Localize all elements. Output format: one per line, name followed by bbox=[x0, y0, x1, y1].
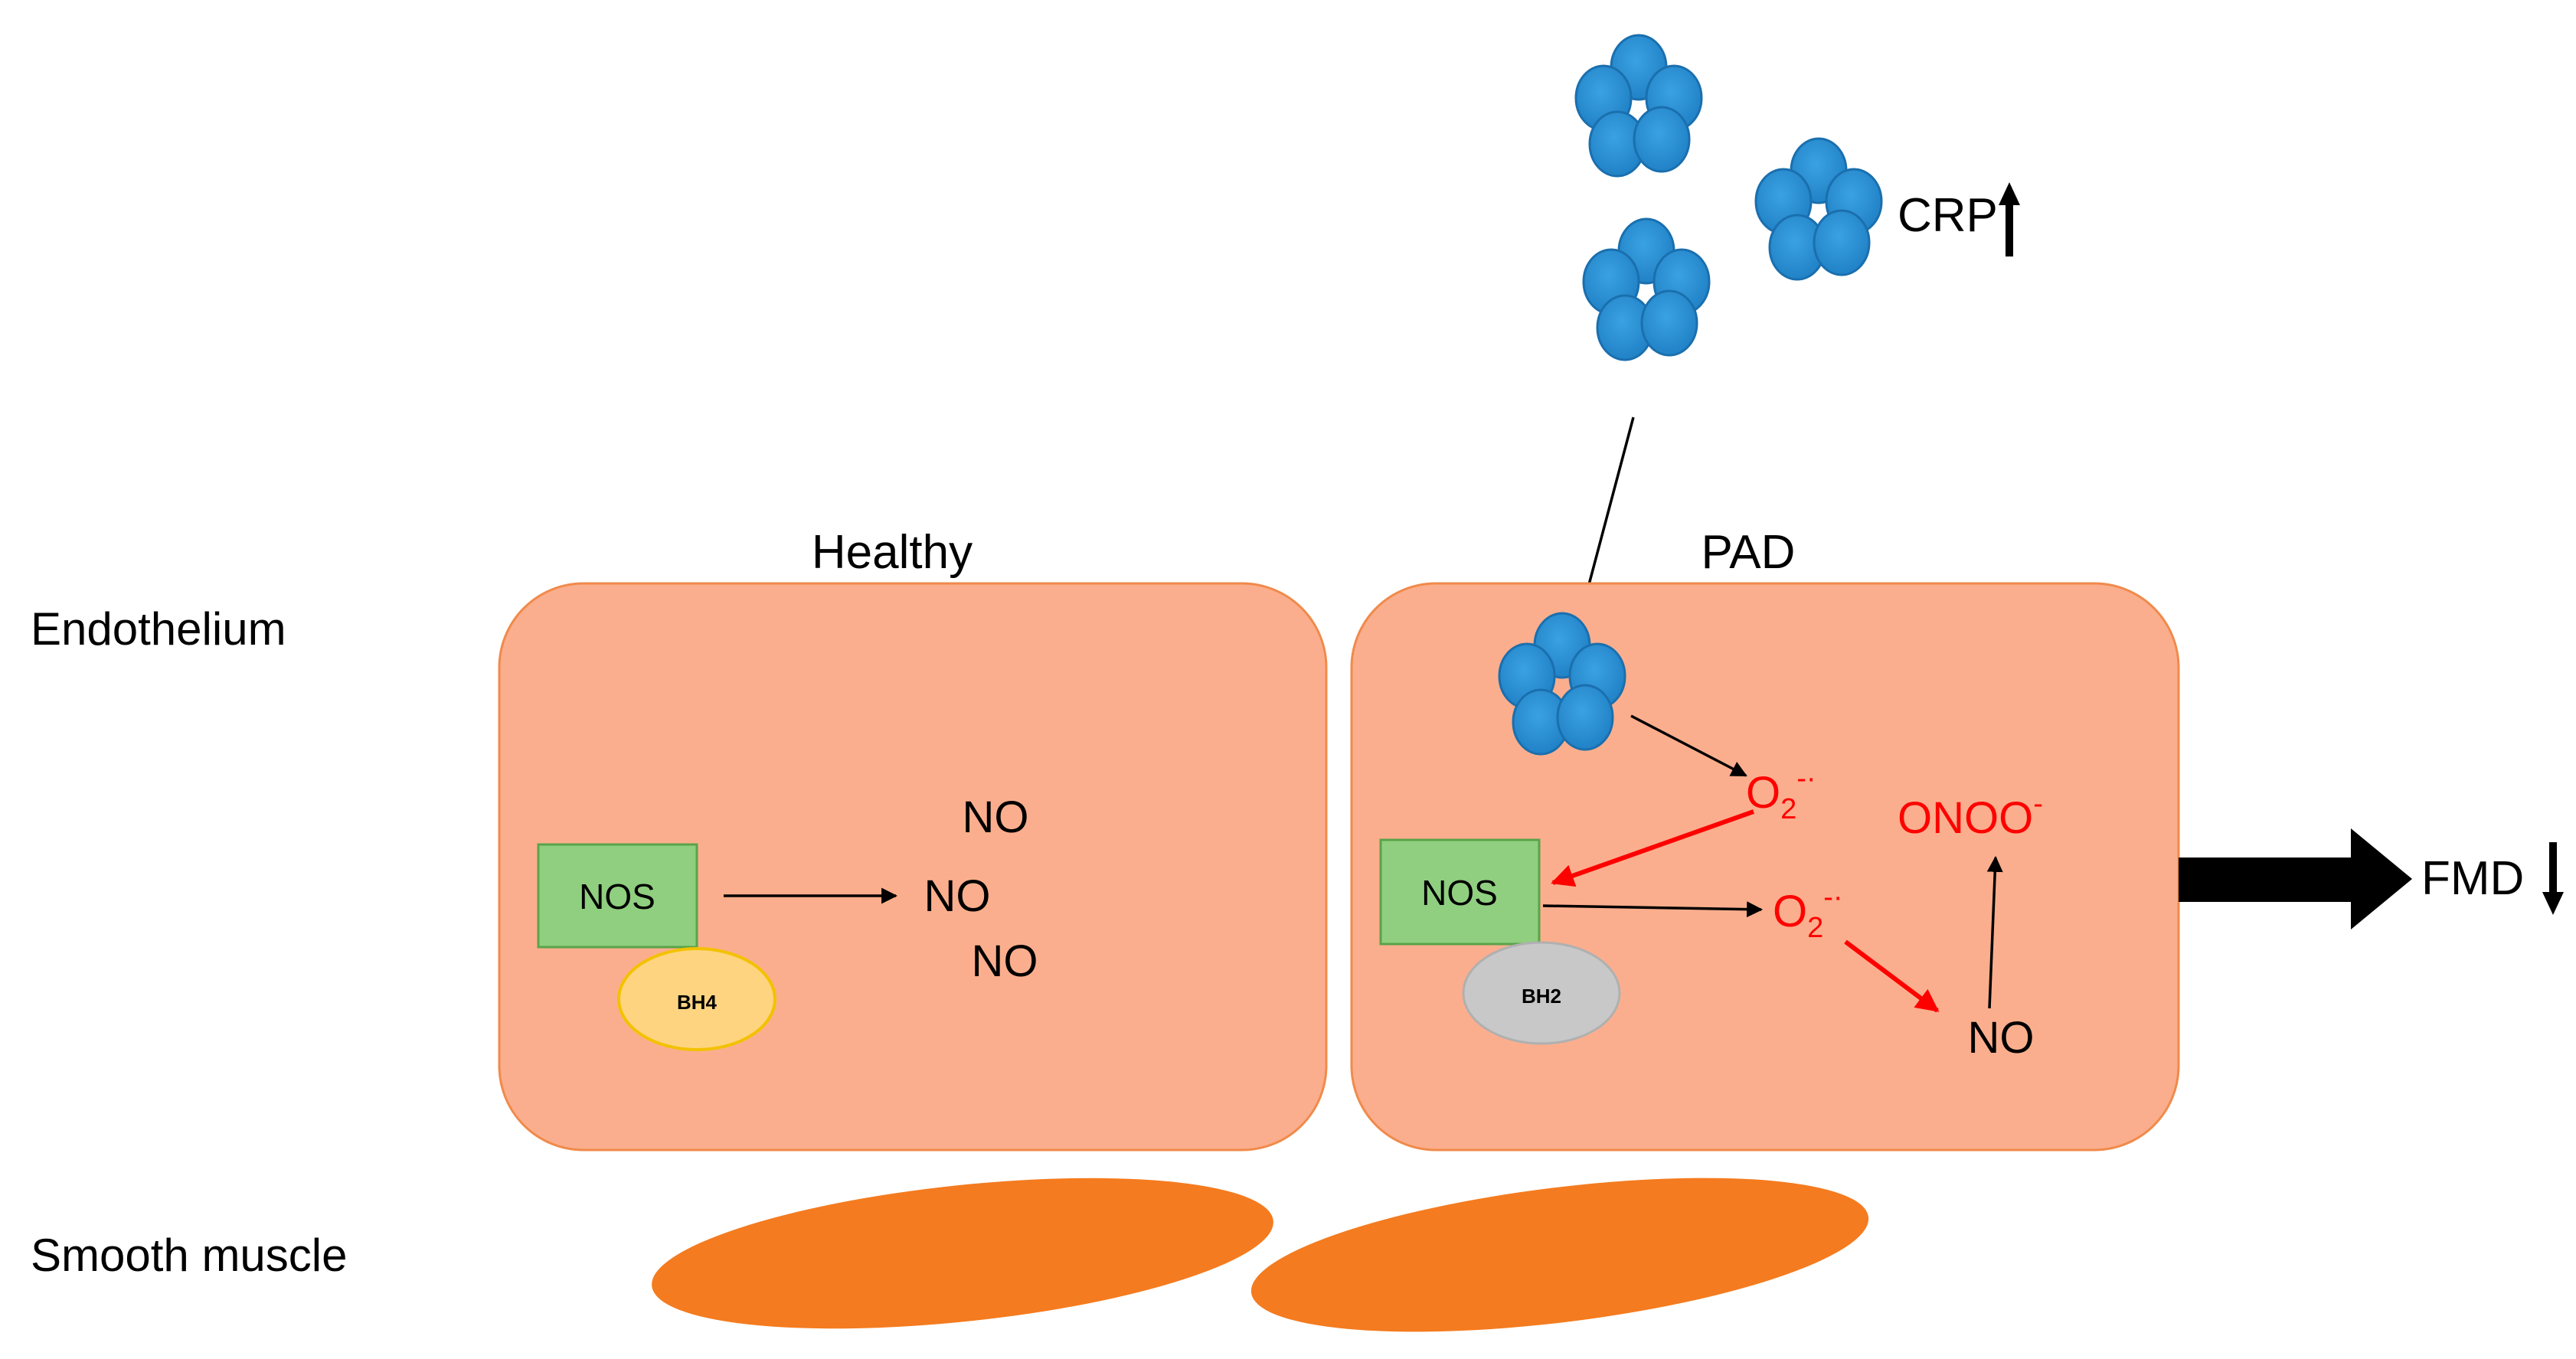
healthy-heading: Healthy bbox=[812, 526, 973, 579]
crp-superoxide-arrow bbox=[1630, 714, 1747, 777]
bh4-label: BH4 bbox=[677, 991, 718, 1014]
crp-label: CRP bbox=[1898, 189, 1998, 242]
superoxide-to-no-arrow bbox=[1844, 939, 1940, 1013]
bh4-cofactor bbox=[617, 947, 776, 1051]
crp-pentamer-middle bbox=[1582, 217, 1711, 361]
smooth-muscle-label: Smooth muscle bbox=[31, 1230, 348, 1281]
healthy-nos-box bbox=[537, 843, 698, 949]
down-arrow-icon bbox=[2542, 842, 2564, 915]
nos-superoxide-arrow bbox=[1542, 901, 1764, 918]
bh2-cofactor bbox=[1462, 941, 1621, 1045]
fmd-label: FMD bbox=[2421, 852, 2524, 905]
pad-nos-box bbox=[1379, 838, 1541, 946]
healthy-nos-label: NOS bbox=[579, 877, 655, 916]
superoxide-lower: O2-· bbox=[1773, 881, 1843, 944]
no-to-peroxynitrite-arrow bbox=[1986, 855, 2003, 1009]
fmd-arrow bbox=[2179, 828, 2412, 929]
healthy-cell: NOS BH4 NO NO NO bbox=[498, 582, 1328, 1152]
smooth-muscle-cell-left bbox=[652, 1178, 1273, 1329]
pad-heading: PAD bbox=[1702, 526, 1796, 579]
smooth-muscle-cell-right bbox=[1250, 1178, 1869, 1332]
pad-no: NO bbox=[1968, 1013, 2035, 1063]
healthy-no-2: NO bbox=[924, 871, 991, 921]
pad-cell: NOS BH2 O2-· O2-· NO ONOO- bbox=[1350, 582, 2180, 1152]
crp-entry-arrow bbox=[1580, 417, 1635, 604]
bh2-label: BH2 bbox=[1522, 985, 1561, 1008]
superoxide-upper: O2-· bbox=[1746, 763, 1816, 825]
crp-pentamer-right bbox=[1754, 137, 1883, 281]
crp-pentamer-top bbox=[1574, 34, 1703, 178]
endothelium-label: Endothelium bbox=[31, 603, 286, 655]
pad-nos-label: NOS bbox=[1421, 873, 1498, 913]
healthy-no-1: NO bbox=[963, 792, 1029, 842]
up-arrow-icon bbox=[1999, 182, 2020, 256]
peroxynitrite: ONOO- bbox=[1898, 788, 2043, 843]
superoxide-to-nos-arrow bbox=[1551, 809, 1755, 887]
healthy-no-3: NO bbox=[972, 936, 1038, 986]
